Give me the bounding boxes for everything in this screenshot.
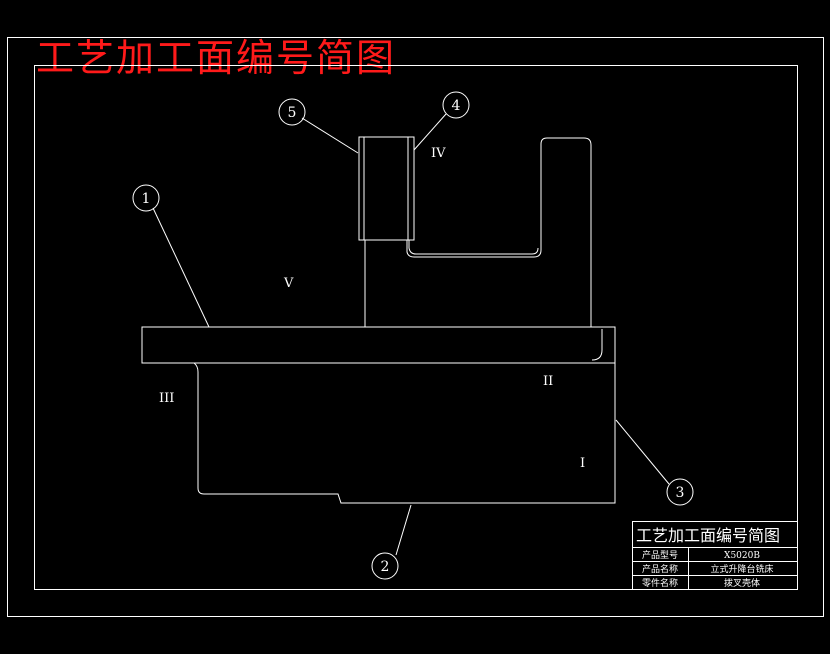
title-block-label-product: 产品名称 [642, 563, 678, 575]
surface-label-iii: III [159, 391, 174, 406]
surface-label-ii: II [543, 374, 553, 389]
callout-1-label: 1 [142, 191, 151, 207]
title-block-value-part: 拨叉壳体 [724, 577, 760, 589]
callout-5: 5 [278, 98, 306, 126]
title-block: 工艺加工面编号简图 产品型号 X5020B 产品名称 立式升降台铣床 零件名称 … [632, 521, 798, 590]
title-block-heading: 工艺加工面编号简图 [636, 526, 780, 545]
drawing-title: 工艺加工面编号简图 [36, 36, 397, 80]
callout-2-label: 2 [381, 559, 390, 575]
callout-3-label: 3 [676, 485, 685, 501]
callout-4-label: 4 [452, 98, 461, 114]
title-block-value-model: X5020B [724, 551, 760, 561]
inner-border [34, 65, 798, 590]
callout-1: 1 [132, 184, 160, 212]
title-block-value-product: 立式升降台铣床 [710, 563, 773, 575]
callout-4: 4 [442, 91, 470, 119]
callout-3: 3 [666, 478, 694, 506]
surface-label-i: I [580, 456, 585, 471]
callout-2: 2 [371, 552, 399, 580]
surface-labels: I II III IV V [159, 146, 585, 471]
callout-5-label: 5 [288, 105, 297, 121]
surface-label-iv: IV [431, 146, 446, 161]
title-block-label-part: 零件名称 [642, 577, 678, 589]
title-block-label-model: 产品型号 [642, 549, 678, 561]
leader-lines [152, 113, 670, 556]
part-outline [141, 136, 616, 504]
surface-label-v: V [283, 276, 294, 291]
outer-border [7, 37, 824, 617]
